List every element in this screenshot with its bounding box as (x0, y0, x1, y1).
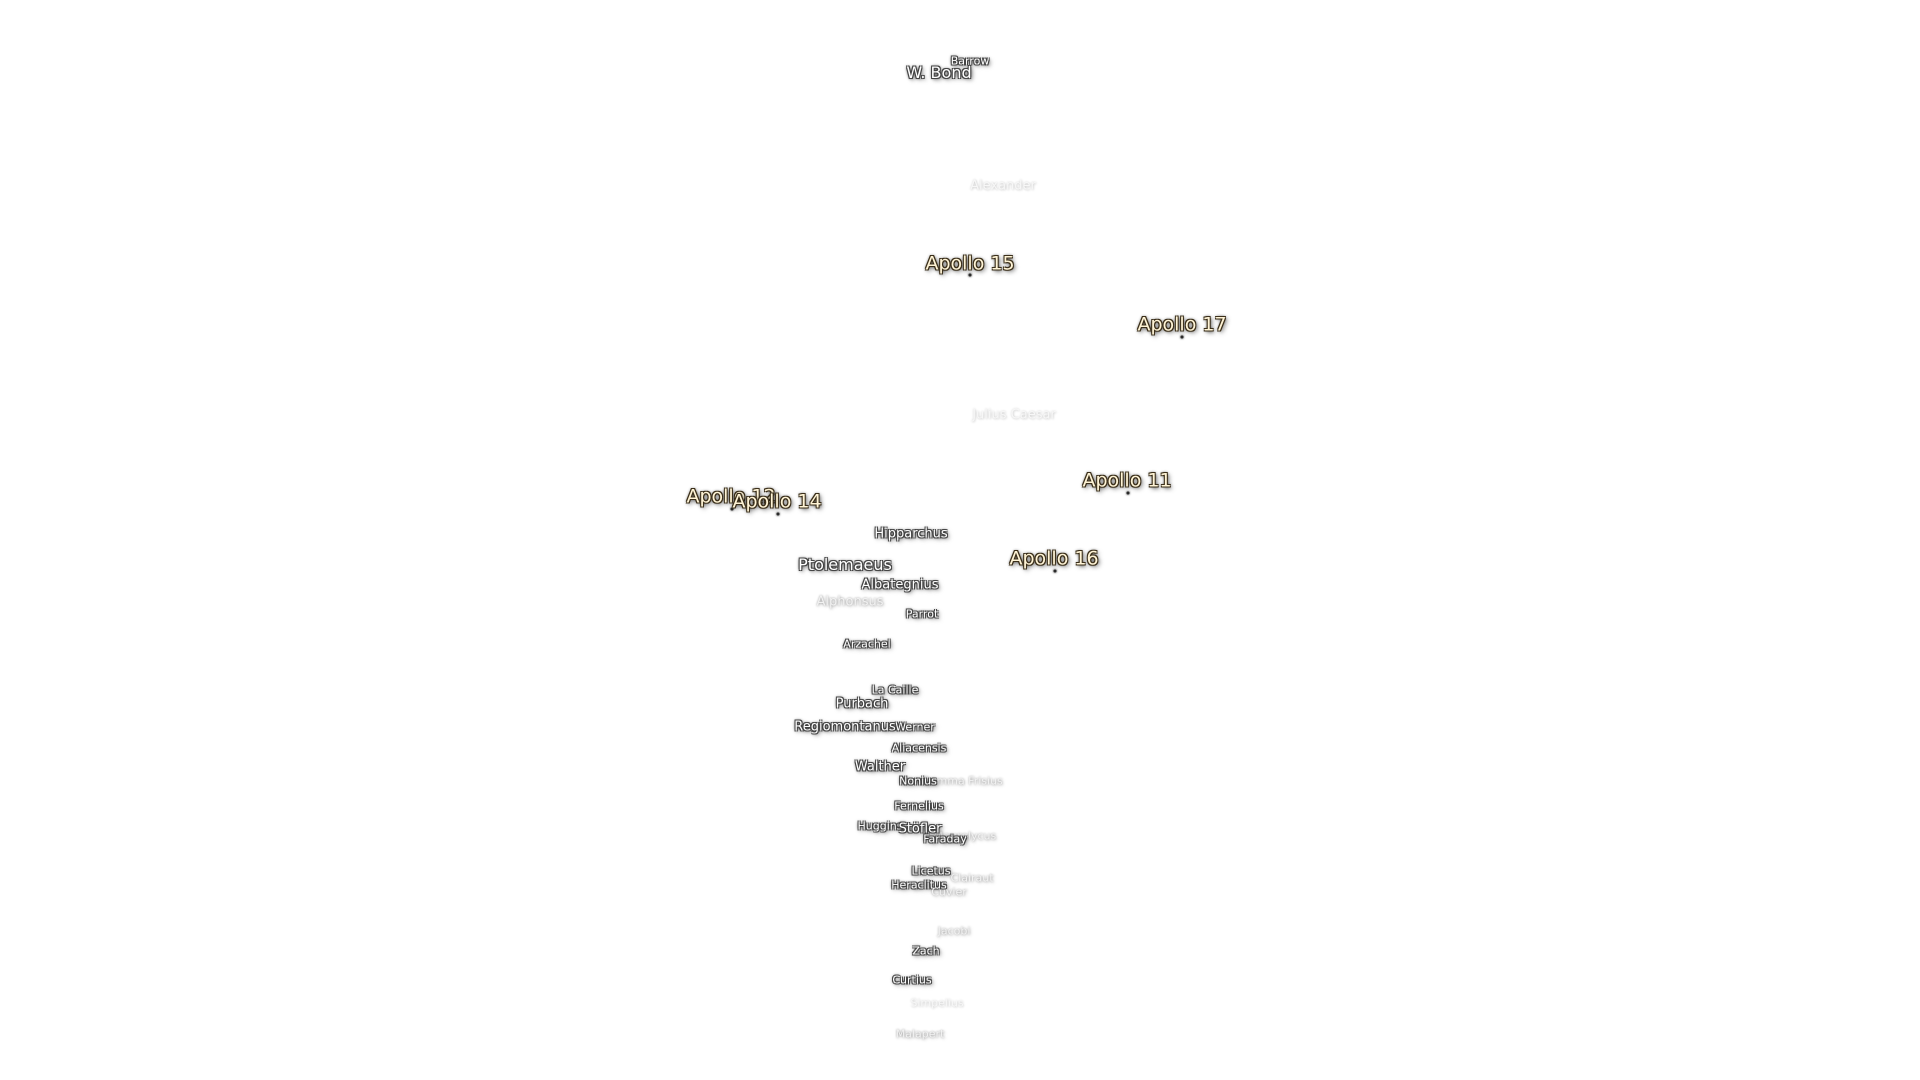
crater-label-w-bond[interactable]: W. Bond (906, 63, 972, 82)
apollo-14-label[interactable]: Apollo 14 (732, 490, 822, 513)
crater-label-malapert[interactable]: Malapert (895, 1027, 945, 1041)
crater-label-alexander[interactable]: Alexander (970, 178, 1036, 194)
crater-label-julius-caesar[interactable]: Julius Caesar (972, 407, 1056, 423)
crater-label-parrot[interactable]: Parrot (905, 607, 939, 621)
apollo-12-label[interactable]: Apollo 12 (686, 485, 776, 508)
crater-label-nonius[interactable]: Nonius (899, 774, 937, 788)
crater-label-licetus[interactable]: Licetus (911, 864, 951, 878)
crater-label-heraclitus[interactable]: Heraclitus (891, 878, 947, 892)
crater-label-albategnius[interactable]: Albategnius (861, 577, 939, 593)
crater-label-clairaut[interactable]: Clairaut (950, 871, 994, 885)
crater-label-curtius[interactable]: Curtius (892, 973, 932, 987)
apollo-16-marker[interactable] (1053, 569, 1057, 573)
apollo-11-marker[interactable] (1126, 491, 1130, 495)
crater-label-cuvier[interactable]: Cuvier (931, 885, 967, 899)
crater-label-hipparchus[interactable]: Hipparchus (874, 526, 948, 542)
crater-label-fernelius[interactable]: Fernelius (894, 799, 944, 813)
apollo-17-marker[interactable] (1180, 335, 1184, 339)
crater-label-jacobi[interactable]: Jacobi (937, 924, 971, 938)
crater-label-arzachel[interactable]: Arzachel (843, 637, 891, 651)
crater-label-la-caille[interactable]: La Caille (871, 683, 919, 697)
crater-label-aliacensis[interactable]: Aliacensis (891, 741, 947, 755)
crater-label-maurolycus[interactable]: Maurolycus (933, 829, 997, 843)
crater-label-stofler[interactable]: Stöfler (898, 821, 942, 837)
crater-label-alphonsus[interactable]: Alphonsus (816, 594, 884, 610)
crater-label-werner[interactable]: Werner (895, 720, 935, 734)
crater-label-gemma-frisius[interactable]: Gemma Frisius (921, 774, 1003, 788)
apollo-17-label[interactable]: Apollo 17 (1137, 313, 1227, 336)
apollo-16-label[interactable]: Apollo 16 (1009, 547, 1099, 570)
crater-label-regiomontanus[interactable]: Regiomontanus (794, 719, 896, 735)
apollo-15-marker[interactable] (968, 273, 972, 277)
crater-label-ptolemaeus[interactable]: Ptolemaeus (798, 555, 892, 574)
apollo-14-marker[interactable] (776, 512, 780, 516)
crater-label-purbach[interactable]: Purbach (835, 696, 889, 712)
crater-label-walther[interactable]: Walther (854, 759, 906, 775)
crater-label-huggins[interactable]: Huggins (857, 819, 903, 833)
apollo-15-label[interactable]: Apollo 15 (925, 252, 1015, 275)
crater-label-barrow[interactable]: Barrow (950, 54, 990, 68)
crater-label-simpelius[interactable]: Simpelius (910, 996, 964, 1010)
apollo-11-label[interactable]: Apollo 11 (1082, 469, 1172, 492)
crater-label-zach[interactable]: Zach (912, 944, 940, 958)
crater-label-faraday[interactable]: Faraday (923, 832, 967, 846)
apollo-12-marker[interactable] (730, 507, 734, 511)
